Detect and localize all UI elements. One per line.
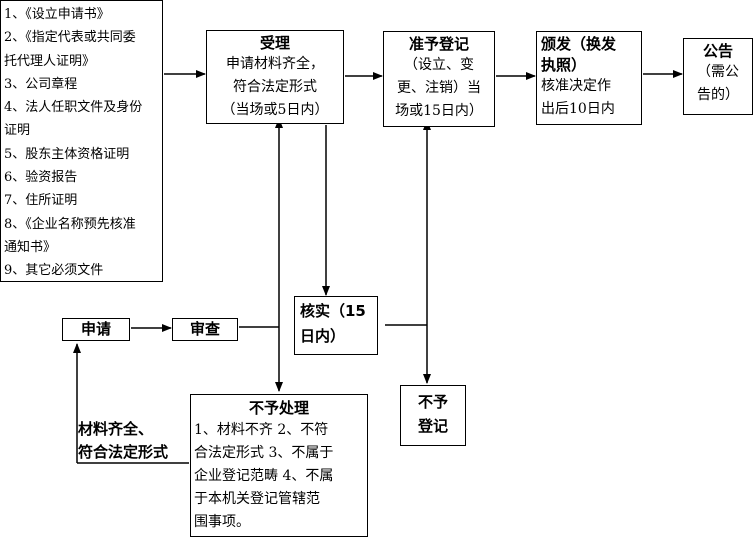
- reject-registration-box: 不予 登记: [400, 385, 466, 446]
- doc-item: 1、《设立申请书》: [4, 7, 110, 22]
- doc-item: 4、法人任职文件及身份: [4, 100, 143, 116]
- issue-title: 颁发（换发: [541, 35, 617, 53]
- verify-box: 核实（15 日内）: [294, 296, 378, 355]
- reject-title: 不予处理: [248, 399, 309, 417]
- doc-item: 6、验资报告: [4, 170, 78, 186]
- condition-label: 材料齐全、 符合法定形式: [78, 418, 193, 464]
- reject-line: 于本机关登记管辖范: [194, 491, 320, 507]
- doc-item: 托代理人证明》: [4, 53, 96, 69]
- doc-item: 9、其它必须文件: [4, 263, 104, 279]
- doc-item: 通知书》: [4, 239, 57, 255]
- verify-line: 核实（15: [300, 302, 366, 320]
- doc-item: 8、《企业名称预先核准: [4, 216, 136, 232]
- reject-reg-line: 登记: [417, 417, 448, 435]
- verify-line: 日内）: [300, 327, 346, 345]
- reject-line: 围事项。: [194, 514, 250, 530]
- doc-item: 7、住所证明: [4, 193, 78, 209]
- reject-line: 合法定形式 3、不属于: [194, 445, 334, 461]
- approve-line: 更、注销）当: [397, 80, 481, 96]
- doc-item: 5、股东主体资格证明: [4, 146, 130, 162]
- apply-box: 申请: [62, 318, 130, 341]
- doc-item: 证明: [4, 123, 31, 139]
- doc-item: 3、公司章程: [4, 76, 78, 92]
- issue-line: 核准决定作: [541, 78, 611, 94]
- accept-box: 受理 申请材料齐全， 符合法定形式 （当场或5日内）: [206, 30, 344, 124]
- announce-line: （需公: [697, 64, 739, 80]
- condition-line: 符合法定形式: [78, 443, 169, 461]
- approve-title: 准予登记: [408, 35, 469, 53]
- not-processed-box: 不予处理 1、材料不齐 2、不符 合法定形式 3、不属于 企业登记范畴 4、不属…: [190, 394, 368, 537]
- announce-line: 告的）: [697, 87, 739, 103]
- announce-title: 公告: [702, 42, 733, 60]
- issue-line: 出后10日内: [541, 101, 615, 117]
- accept-line: （当场或5日内）: [221, 102, 329, 118]
- condition-line: 材料齐全、: [78, 420, 154, 438]
- accept-line: 符合法定形式: [233, 79, 317, 95]
- review-box: 审查: [172, 318, 238, 341]
- approve-line: （设立、变: [404, 57, 474, 73]
- approve-line: 场或15日内）: [395, 103, 483, 119]
- issue-title: 执照）: [541, 56, 587, 74]
- accept-title: 受理: [259, 34, 290, 52]
- required-documents-box: 1、《设立申请书》 2、《指定代表或共同委 托代理人证明》 3、公司章程 4、法…: [0, 0, 163, 282]
- reject-line: 企业登记范畴 4、不属: [194, 468, 334, 484]
- reject-reg-line: 不予: [417, 393, 448, 411]
- announcement-box: 公告 （需公 告的）: [683, 38, 753, 115]
- issue-license-box: 颁发（换发 执照） 核准决定作 出后10日内: [536, 31, 642, 125]
- reject-line: 1、材料不齐 2、不符: [194, 422, 329, 438]
- doc-item: 2、《指定代表或共同委: [4, 30, 136, 46]
- approve-registration-box: 准予登记 （设立、变 更、注销）当 场或15日内）: [383, 31, 495, 127]
- accept-line: 申请材料齐全，: [226, 56, 324, 72]
